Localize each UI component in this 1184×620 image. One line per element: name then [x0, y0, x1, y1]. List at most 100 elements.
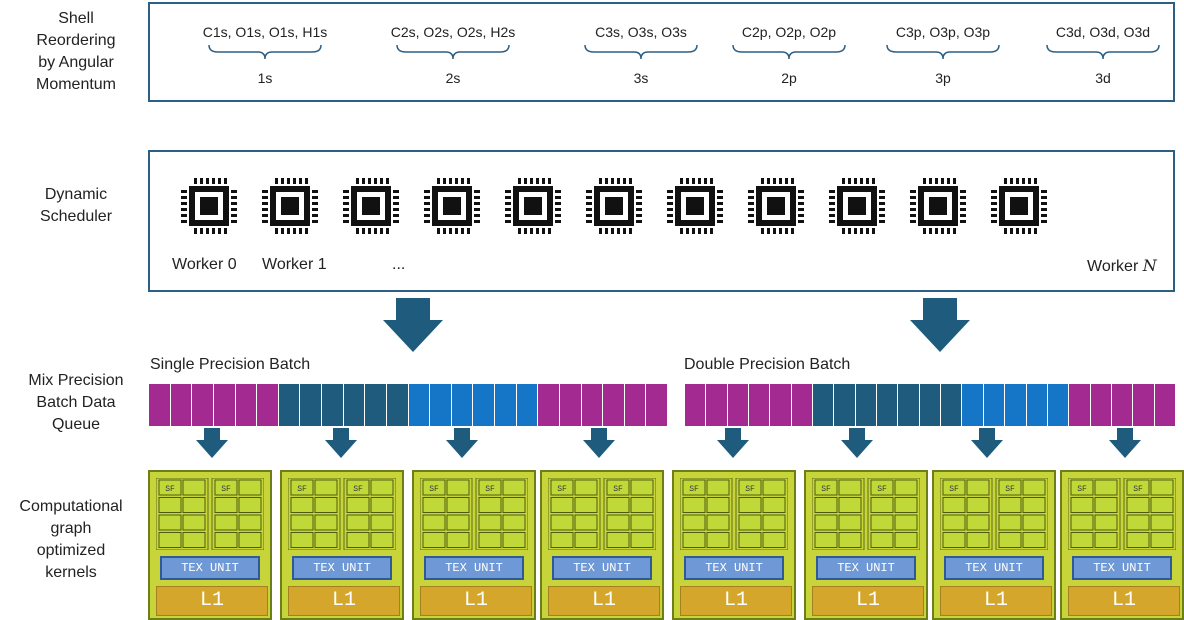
small-down-arrow-icon	[717, 428, 749, 458]
svg-text:SF: SF	[949, 485, 959, 494]
worker-label-last-prefix: Worker	[1087, 258, 1143, 275]
queue-cell-teal	[941, 384, 963, 426]
l1-cache: L1	[420, 586, 532, 616]
svg-text:SF: SF	[429, 485, 439, 494]
queue-cell-magenta	[538, 384, 560, 426]
shell-group-members: C3d, O3d, O3d	[1055, 24, 1151, 40]
shell-group-members: C3p, O3p, O3p	[895, 24, 991, 40]
core-grid: SF SF	[680, 478, 788, 550]
queue-cell-magenta	[749, 384, 771, 426]
queue-cell-magenta	[149, 384, 171, 426]
single-precision-batch-label: Single Precision Batch	[150, 356, 311, 373]
queue-label-line: Queue	[51, 416, 101, 433]
curly-brace-icon	[732, 44, 846, 60]
svg-text:SF: SF	[165, 485, 175, 494]
tex-unit: TEX UNIT	[552, 556, 652, 580]
queue-cell-magenta	[685, 384, 707, 426]
queue-cell-magenta	[213, 384, 236, 426]
queue-cell-blue	[516, 384, 539, 426]
cpu-chip-icon	[262, 178, 318, 234]
queue-cell-magenta	[706, 384, 728, 426]
queue-cell-magenta	[559, 384, 582, 426]
small-down-arrow-icon	[1109, 428, 1141, 458]
queue-label-line: Batch Data	[36, 394, 116, 411]
tex-unit: TEX UNIT	[684, 556, 784, 580]
scheduler-label-line: Dynamic	[44, 186, 108, 203]
queue-cell-magenta	[192, 384, 214, 426]
kernel-unit: SF SF TEX UNIT L1	[672, 470, 796, 620]
queue-cell-blue	[1047, 384, 1070, 426]
queue-cell-magenta	[257, 384, 279, 426]
shell-group-members: C2s, O2s, O2s, H2s	[390, 24, 516, 40]
queue-cell-magenta	[1133, 384, 1155, 426]
queue-label-line: Mix Precision	[28, 372, 124, 389]
queue-cell-blue	[430, 384, 452, 426]
double-precision-batch-label: Double Precision Batch	[684, 356, 851, 373]
l1-cache: L1	[940, 586, 1052, 616]
l1-cache: L1	[156, 586, 268, 616]
kernels-label-line: graph	[50, 520, 92, 537]
shell-label-line: Reordering	[36, 32, 116, 49]
queue-cell-blue	[495, 384, 517, 426]
svg-text:SF: SF	[689, 485, 699, 494]
shell-group-label: 3s	[633, 70, 649, 86]
worker-label-last: Worker N	[1087, 256, 1157, 276]
curly-brace-icon	[1046, 44, 1160, 60]
svg-text:SF: SF	[221, 485, 231, 494]
kernels-label-line: optimized	[36, 542, 106, 559]
svg-text:SF: SF	[485, 485, 495, 494]
cpu-chip-icon	[505, 178, 561, 234]
kernels-label-line: kernels	[45, 564, 97, 581]
kernels-row-label: Computational graph optimized kernels	[0, 496, 146, 584]
curly-brace-icon	[886, 44, 1000, 60]
scheduler-row-label: Dynamic Scheduler	[6, 184, 146, 228]
queue-cell-teal	[834, 384, 856, 426]
queue-cell-teal	[877, 384, 899, 426]
cpu-chip-icon	[748, 178, 804, 234]
queue-cell-magenta	[791, 384, 814, 426]
shell-group-members: C1s, O1s, O1s, H1s	[202, 24, 328, 40]
cpu-chip-icon	[910, 178, 966, 234]
queue-cell-teal	[278, 384, 301, 426]
scheduler-label-line: Scheduler	[39, 208, 113, 225]
queue-cell-teal	[386, 384, 409, 426]
svg-text:SF: SF	[557, 485, 567, 494]
queue-cell-teal	[343, 384, 366, 426]
curly-brace-icon	[208, 44, 322, 60]
cpu-chip-icon	[667, 178, 723, 234]
down-arrow-icon	[910, 298, 970, 352]
shell-group-label: 2p	[781, 70, 797, 86]
tex-unit: TEX UNIT	[944, 556, 1044, 580]
kernels-label-line: Computational	[19, 498, 123, 515]
worker-label-ellipsis: ...	[392, 256, 406, 273]
queue-cell-magenta	[646, 384, 668, 426]
queue-cell-magenta	[1090, 384, 1112, 426]
small-down-arrow-icon	[325, 428, 357, 458]
svg-text:SF: SF	[353, 485, 363, 494]
svg-text:SF: SF	[745, 485, 755, 494]
cpu-chip-icon	[586, 178, 642, 234]
l1-cache: L1	[812, 586, 924, 616]
shell-group-label: 1s	[257, 70, 273, 86]
tex-unit: TEX UNIT	[1072, 556, 1172, 580]
cpu-chip-icon	[829, 178, 885, 234]
queue-cell-blue	[408, 384, 431, 426]
l1-cache: L1	[548, 586, 660, 616]
queue-cell-blue	[451, 384, 474, 426]
queue-cell-blue	[1005, 384, 1027, 426]
svg-text:SF: SF	[1133, 485, 1143, 494]
l1-cache: L1	[680, 586, 792, 616]
queue-cell-blue	[983, 384, 1006, 426]
svg-text:SF: SF	[1077, 485, 1087, 494]
queue-cell-teal	[855, 384, 878, 426]
worker-label-first: Worker 0	[172, 256, 237, 273]
shell-group-label: 3d	[1095, 70, 1111, 86]
